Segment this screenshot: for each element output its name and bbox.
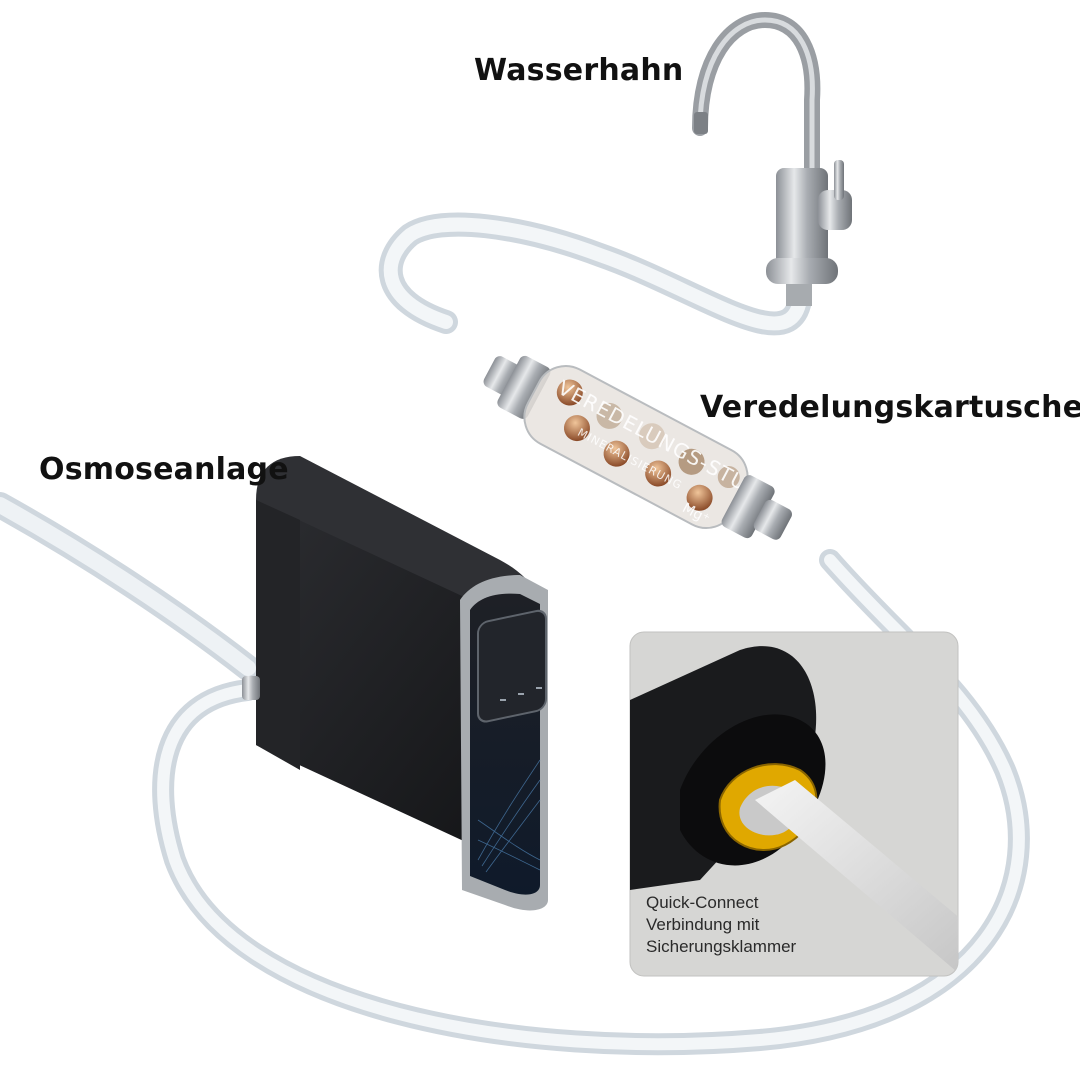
label-faucet: Wasserhahn [474, 53, 684, 88]
inset-caption: Quick-Connect Verbindung mit Sicherungsk… [646, 892, 796, 958]
refinement-cartridge: VEREDELUNGS-STUFE MINERALISIERUNG Mg⁺ [483, 355, 792, 540]
panel-light-pattern [477, 759, 541, 873]
water-tube [0, 212, 1030, 1056]
faucet [692, 11, 852, 306]
inset-caption-line: Sicherungsklammer [646, 937, 797, 956]
label-osmosis: Osmoseanlage [39, 452, 289, 487]
quick-connect-inset [629, 631, 959, 977]
mineral-balls [556, 379, 740, 511]
inset-caption-line: Verbindung mit [646, 915, 760, 934]
control-panel [477, 609, 547, 723]
panel-touch-icons [500, 687, 542, 701]
osmosis-unit [242, 456, 548, 911]
label-cartridge: Veredelungskartusche [700, 390, 1080, 425]
inset-caption-line: Quick-Connect [646, 893, 759, 912]
